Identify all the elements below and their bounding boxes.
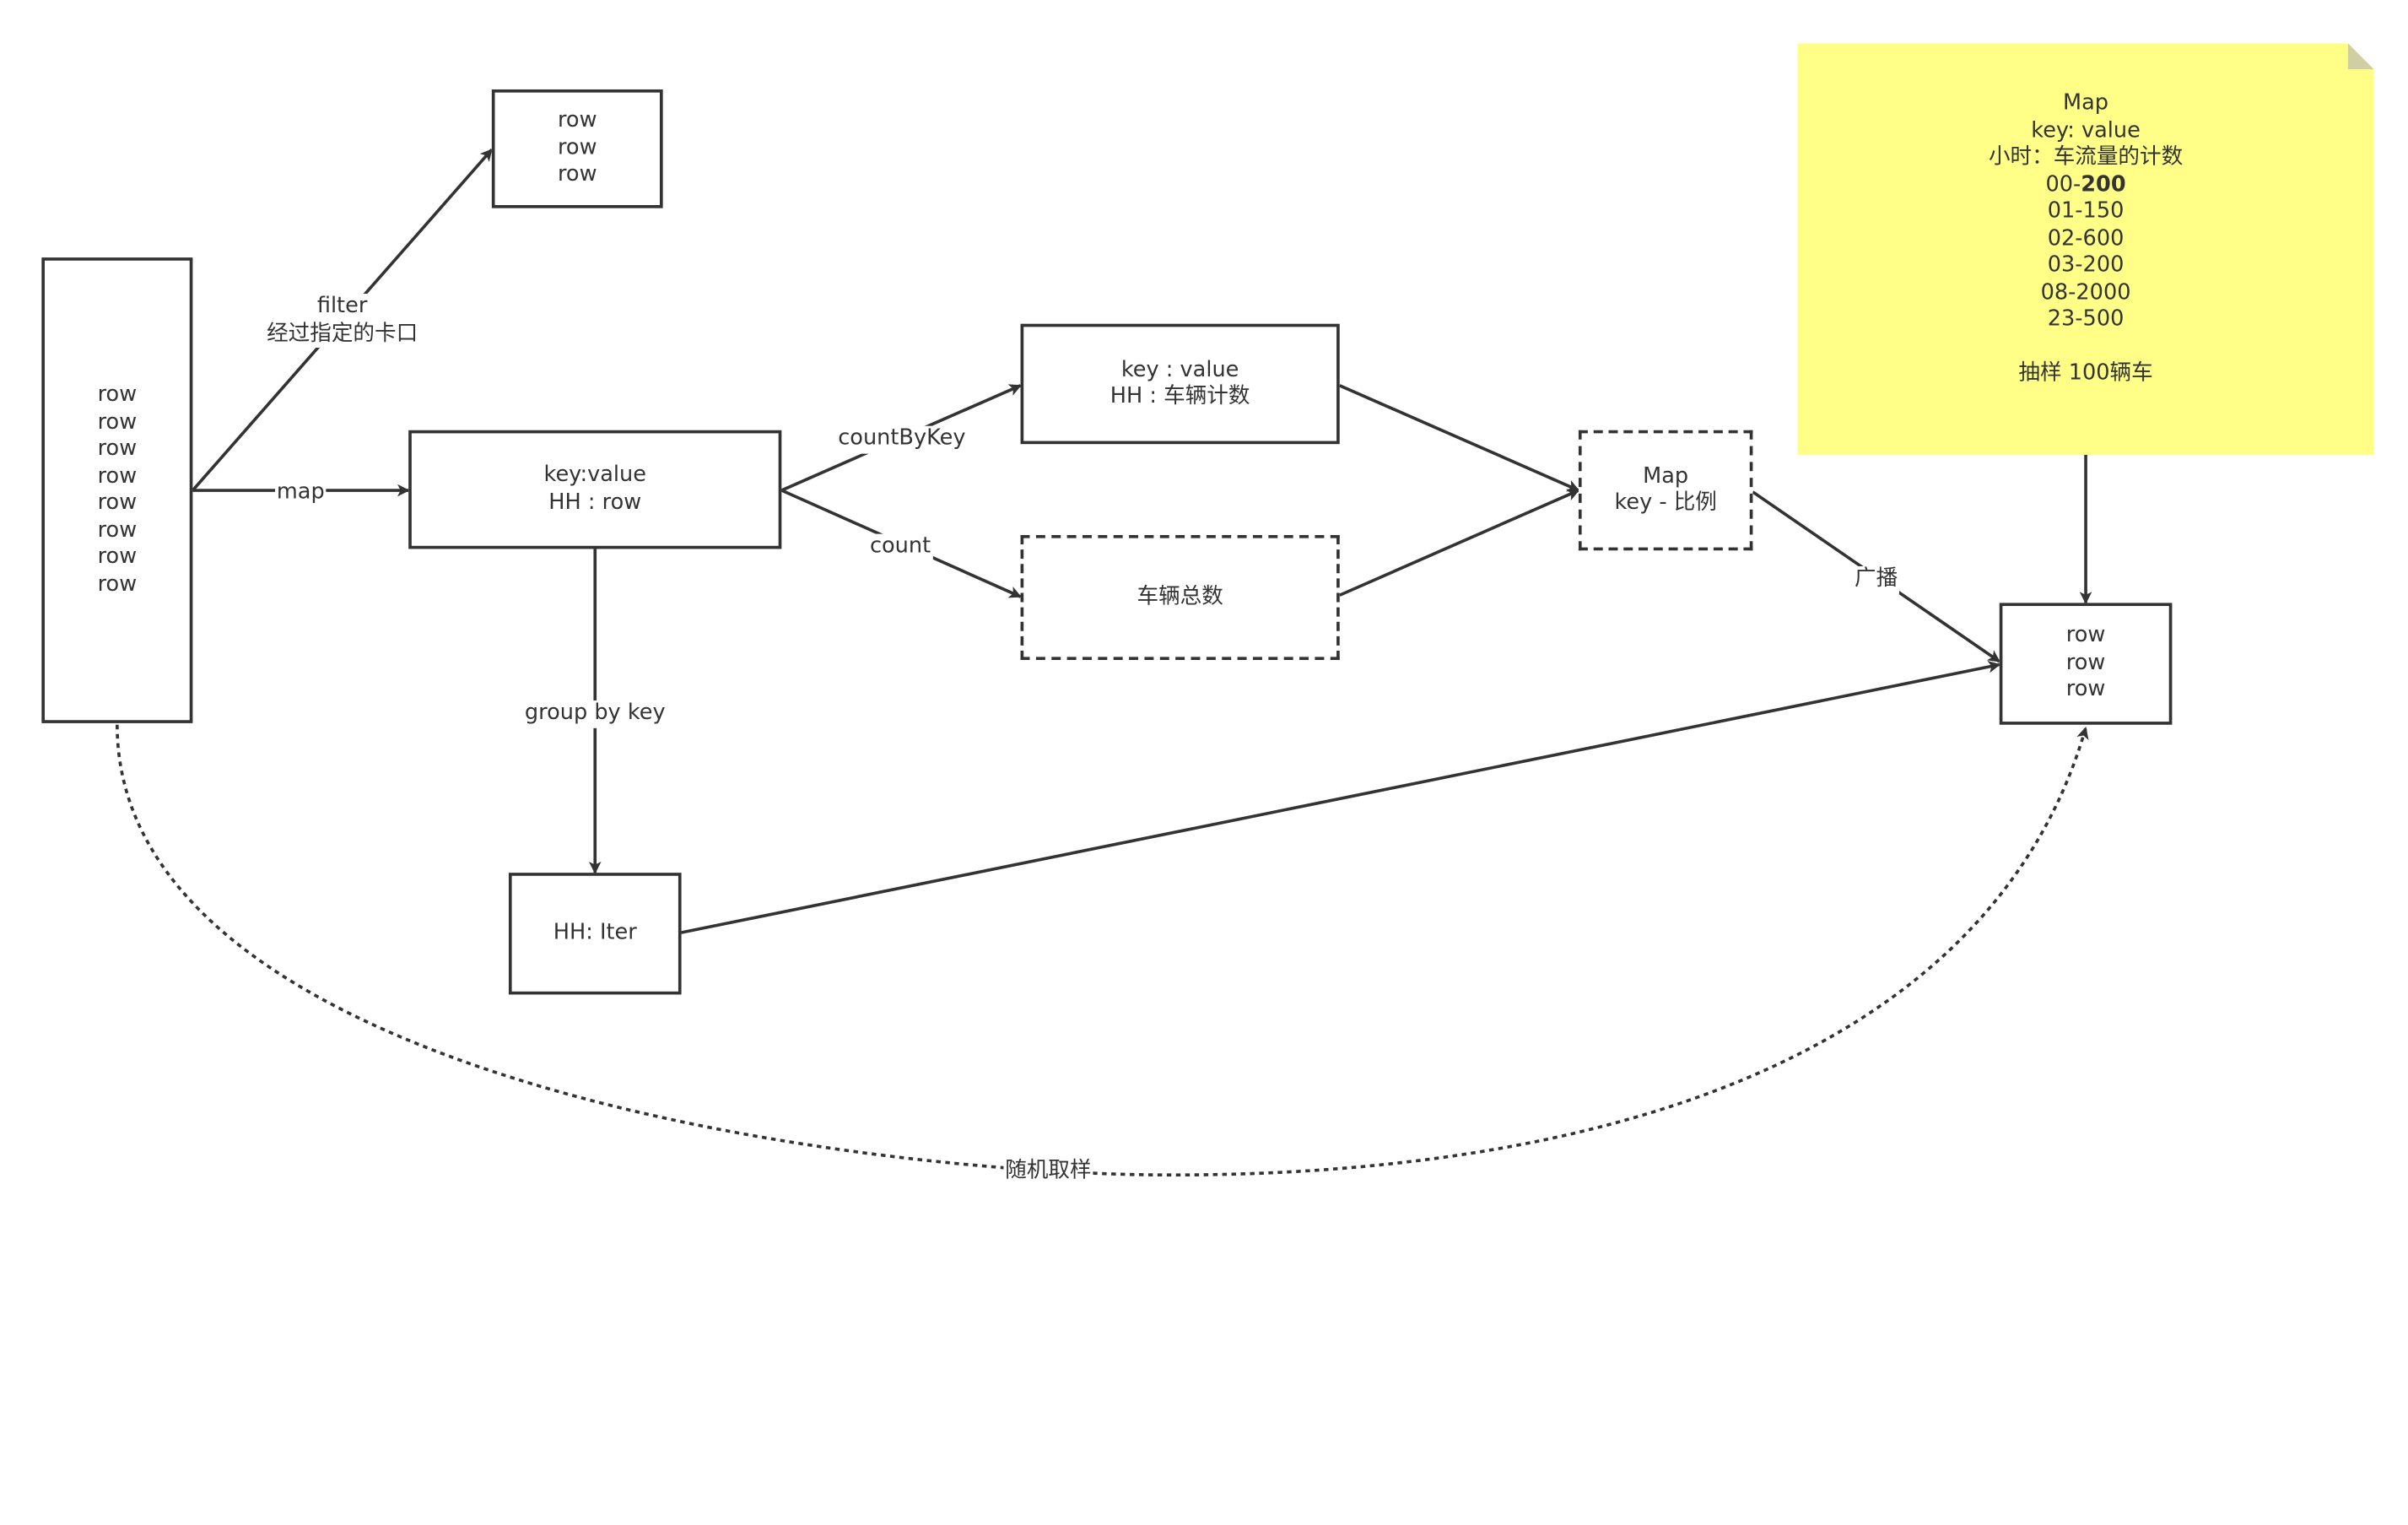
node-text-line: row xyxy=(97,409,138,435)
edge-random-sample xyxy=(116,724,2089,1177)
node-text-line: row xyxy=(2065,650,2106,675)
node-text-line: row xyxy=(97,571,138,597)
note-entry: 02-600 xyxy=(2047,225,2125,251)
note-entry: 08-2000 xyxy=(2040,279,2131,305)
node-text-line: 车辆总数 xyxy=(1137,584,1223,609)
note-key-value: key: value xyxy=(2031,117,2141,143)
node-text-line: row xyxy=(97,490,138,516)
node-text-line: HH : 车辆计数 xyxy=(1110,383,1250,409)
edge-label-count-by-key: countByKey xyxy=(836,425,968,453)
node-text-line: key:value xyxy=(543,462,646,488)
sticky-note[interactable]: Map key: value 小时：车流量的计数 00-200 01-150 0… xyxy=(1797,43,2374,455)
node-text-line: row xyxy=(97,436,138,462)
edge-label-group-by-key: group by key xyxy=(523,700,667,727)
edge-total-to-ratio xyxy=(1339,489,1580,597)
node-text-line: HH: Iter xyxy=(553,920,637,945)
note-entry: 03-200 xyxy=(2047,252,2125,278)
note-title: Map xyxy=(2063,90,2109,116)
node-text-line: row xyxy=(557,135,597,160)
node-text-line: row xyxy=(2065,623,2106,648)
node-text-line: row xyxy=(557,162,597,187)
vehicle-total-box[interactable]: 车辆总数 xyxy=(1020,535,1340,660)
edge-iter-to-result xyxy=(679,660,2001,935)
note-entry-value-bold: 200 xyxy=(2081,171,2126,197)
note-entry-prefix: 00- xyxy=(2045,171,2081,197)
iter-box[interactable]: HH: Iter xyxy=(508,873,682,995)
edge-label-filter-line: 经过指定的卡口 xyxy=(267,321,418,346)
note-entry: 23-500 xyxy=(2047,306,2125,332)
node-text-line: row xyxy=(97,516,138,543)
node-text-line: row xyxy=(97,382,138,408)
node-text-line: row xyxy=(2065,677,2106,702)
edge-label-filter-line: filter xyxy=(316,294,368,319)
edge-label-count: count xyxy=(868,533,932,561)
node-text-line: row xyxy=(97,543,138,570)
note-subtitle: 小时：车流量的计数 xyxy=(1988,144,2184,170)
node-text-line: HH : row xyxy=(548,489,642,515)
note-entry: 00-200 xyxy=(2045,172,2125,199)
edge-kv-to-ratio xyxy=(1339,384,1580,492)
node-text-line: key : value xyxy=(1120,356,1239,382)
node-text-line: Map xyxy=(1643,463,1689,489)
edge-label-broadcast: 广播 xyxy=(1853,566,1899,593)
node-text-line: row xyxy=(557,108,597,133)
node-text-line: row xyxy=(97,463,138,489)
note-entry: 01-150 xyxy=(2047,198,2125,224)
edge-label-map: map xyxy=(275,479,327,507)
edge-label-filter: filter 经过指定的卡口 xyxy=(265,294,419,349)
note-footer: 抽样 100辆车 xyxy=(2018,360,2153,386)
node-text-line: key - 比例 xyxy=(1614,490,1717,516)
edge-label-random-sample: 随机取样 xyxy=(1003,1158,1093,1186)
